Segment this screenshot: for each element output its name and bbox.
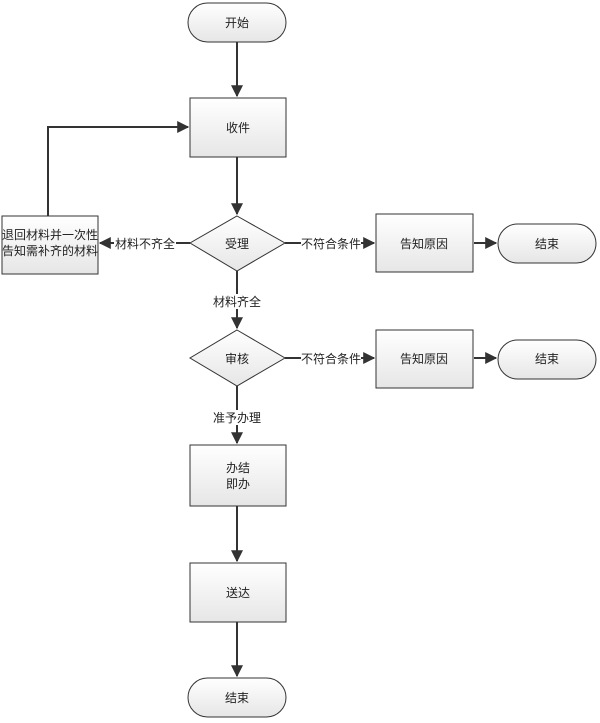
edge-label-not-qualified-1: 不符合条件 [301,236,361,251]
node-return-materials [1,215,99,275]
node-end-2 [497,339,597,380]
node-end-1-label: 结束 [535,237,559,251]
node-return-materials-line-1: 退回材料并一次性 [2,228,98,242]
node-complete-line-1: 办结 [226,460,250,475]
node-notify-reason-2-label: 告知原因 [400,352,448,366]
node-deliver-label: 送达 [226,585,250,600]
edge-return-to-receive [47,121,190,216]
edge-label-approved: 准予办理 [213,410,261,425]
node-start [187,2,287,43]
node-notify-reason-1-label: 告知原因 [400,237,448,251]
node-end-1 [497,223,597,264]
node-accept-label: 受理 [225,237,249,251]
edge-label-not-qualified-2: 不符合条件 [301,351,361,366]
node-receive [189,97,287,158]
edge-labels: 材料不齐全 不符合条件 材料齐全 不符合条件 准予办理 [114,236,361,425]
node-review [189,329,286,387]
node-end-final [187,677,287,718]
node-complete-line-2: 即办 [226,476,250,491]
node-end-final-label: 结束 [225,691,249,705]
node-notify-reason-2 [375,329,474,389]
node-complete [189,444,287,507]
node-review-label: 审核 [225,351,249,366]
node-end-2-label: 结束 [535,352,559,366]
node-deliver [189,562,287,623]
node-notify-reason-1 [375,213,474,273]
node-return-materials-line-2: 告知需补齐的材料 [2,243,98,258]
node-accept [189,215,287,272]
node-start-label: 开始 [225,16,249,30]
edge-label-materials-complete: 材料齐全 [213,294,261,309]
edge-label-materials-incomplete: 材料不齐全 [115,236,175,251]
node-receive-label: 收件 [226,121,250,135]
